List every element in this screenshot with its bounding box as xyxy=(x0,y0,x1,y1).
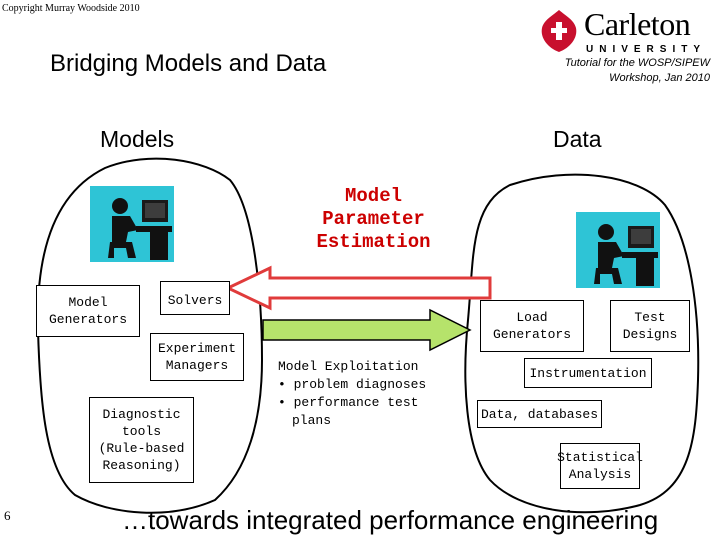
tutorial-line-1: Tutorial for the WOSP/SIPEW xyxy=(564,57,710,69)
parameter-estimation-label: Model Parameter Estimation xyxy=(316,185,431,254)
models-heading: Models xyxy=(100,126,175,152)
page-number: 6 xyxy=(4,508,11,523)
experiment-managers-box: Experiment Managers xyxy=(150,333,244,381)
tutorial-line-2: Workshop, Jan 2010 xyxy=(609,72,710,84)
solvers-box: Solvers xyxy=(160,281,230,315)
statistical-analysis-box: Statistical Analysis xyxy=(557,443,643,489)
exploitation-item: • performance test xyxy=(278,395,419,410)
test-designs-box: Test Designs xyxy=(610,300,690,352)
logo-sub: UNIVERSITY xyxy=(586,44,707,55)
data-databases-box: Data, databases xyxy=(477,400,602,428)
data-heading: Data xyxy=(553,126,602,152)
instrumentation-box: Instrumentation xyxy=(524,358,652,388)
bottom-tagline: …towards integrated performance engineer… xyxy=(122,505,659,535)
mpe-line-2: Parameter xyxy=(322,208,425,230)
shield-icon xyxy=(541,10,577,52)
exploitation-title: Model Exploitation xyxy=(278,359,419,374)
logo-name: Carleton xyxy=(584,6,691,42)
carleton-logo: Carleton UNIVERSITY xyxy=(540,6,715,58)
model-generators-box: Model Generators xyxy=(36,285,140,337)
slide-title: Bridging Models and Data xyxy=(50,50,327,77)
exploitation-item: • problem diagnoses xyxy=(278,377,427,392)
exploitation-item: plans xyxy=(292,413,332,428)
person-at-computer-icon xyxy=(90,186,174,262)
tutorial-note: Tutorial for the WOSP/SIPEW Workshop, Ja… xyxy=(565,56,710,86)
mpe-line-3: Estimation xyxy=(316,231,431,253)
model-exploitation-arrow xyxy=(262,308,472,352)
copyright-text: Copyright Murray Woodside 2010 xyxy=(2,3,140,14)
mpe-line-1: Model xyxy=(344,185,402,207)
model-exploitation-note: Model Exploitation • problem diagnoses •… xyxy=(278,358,426,430)
load-generators-box: Load Generators xyxy=(480,300,584,352)
parameter-estimation-arrow xyxy=(224,265,492,311)
data-blob xyxy=(464,173,700,514)
diagnostic-tools-box: Diagnostic tools (Rule-based Reasoning) xyxy=(89,397,194,483)
person-at-computer-icon xyxy=(576,212,660,288)
